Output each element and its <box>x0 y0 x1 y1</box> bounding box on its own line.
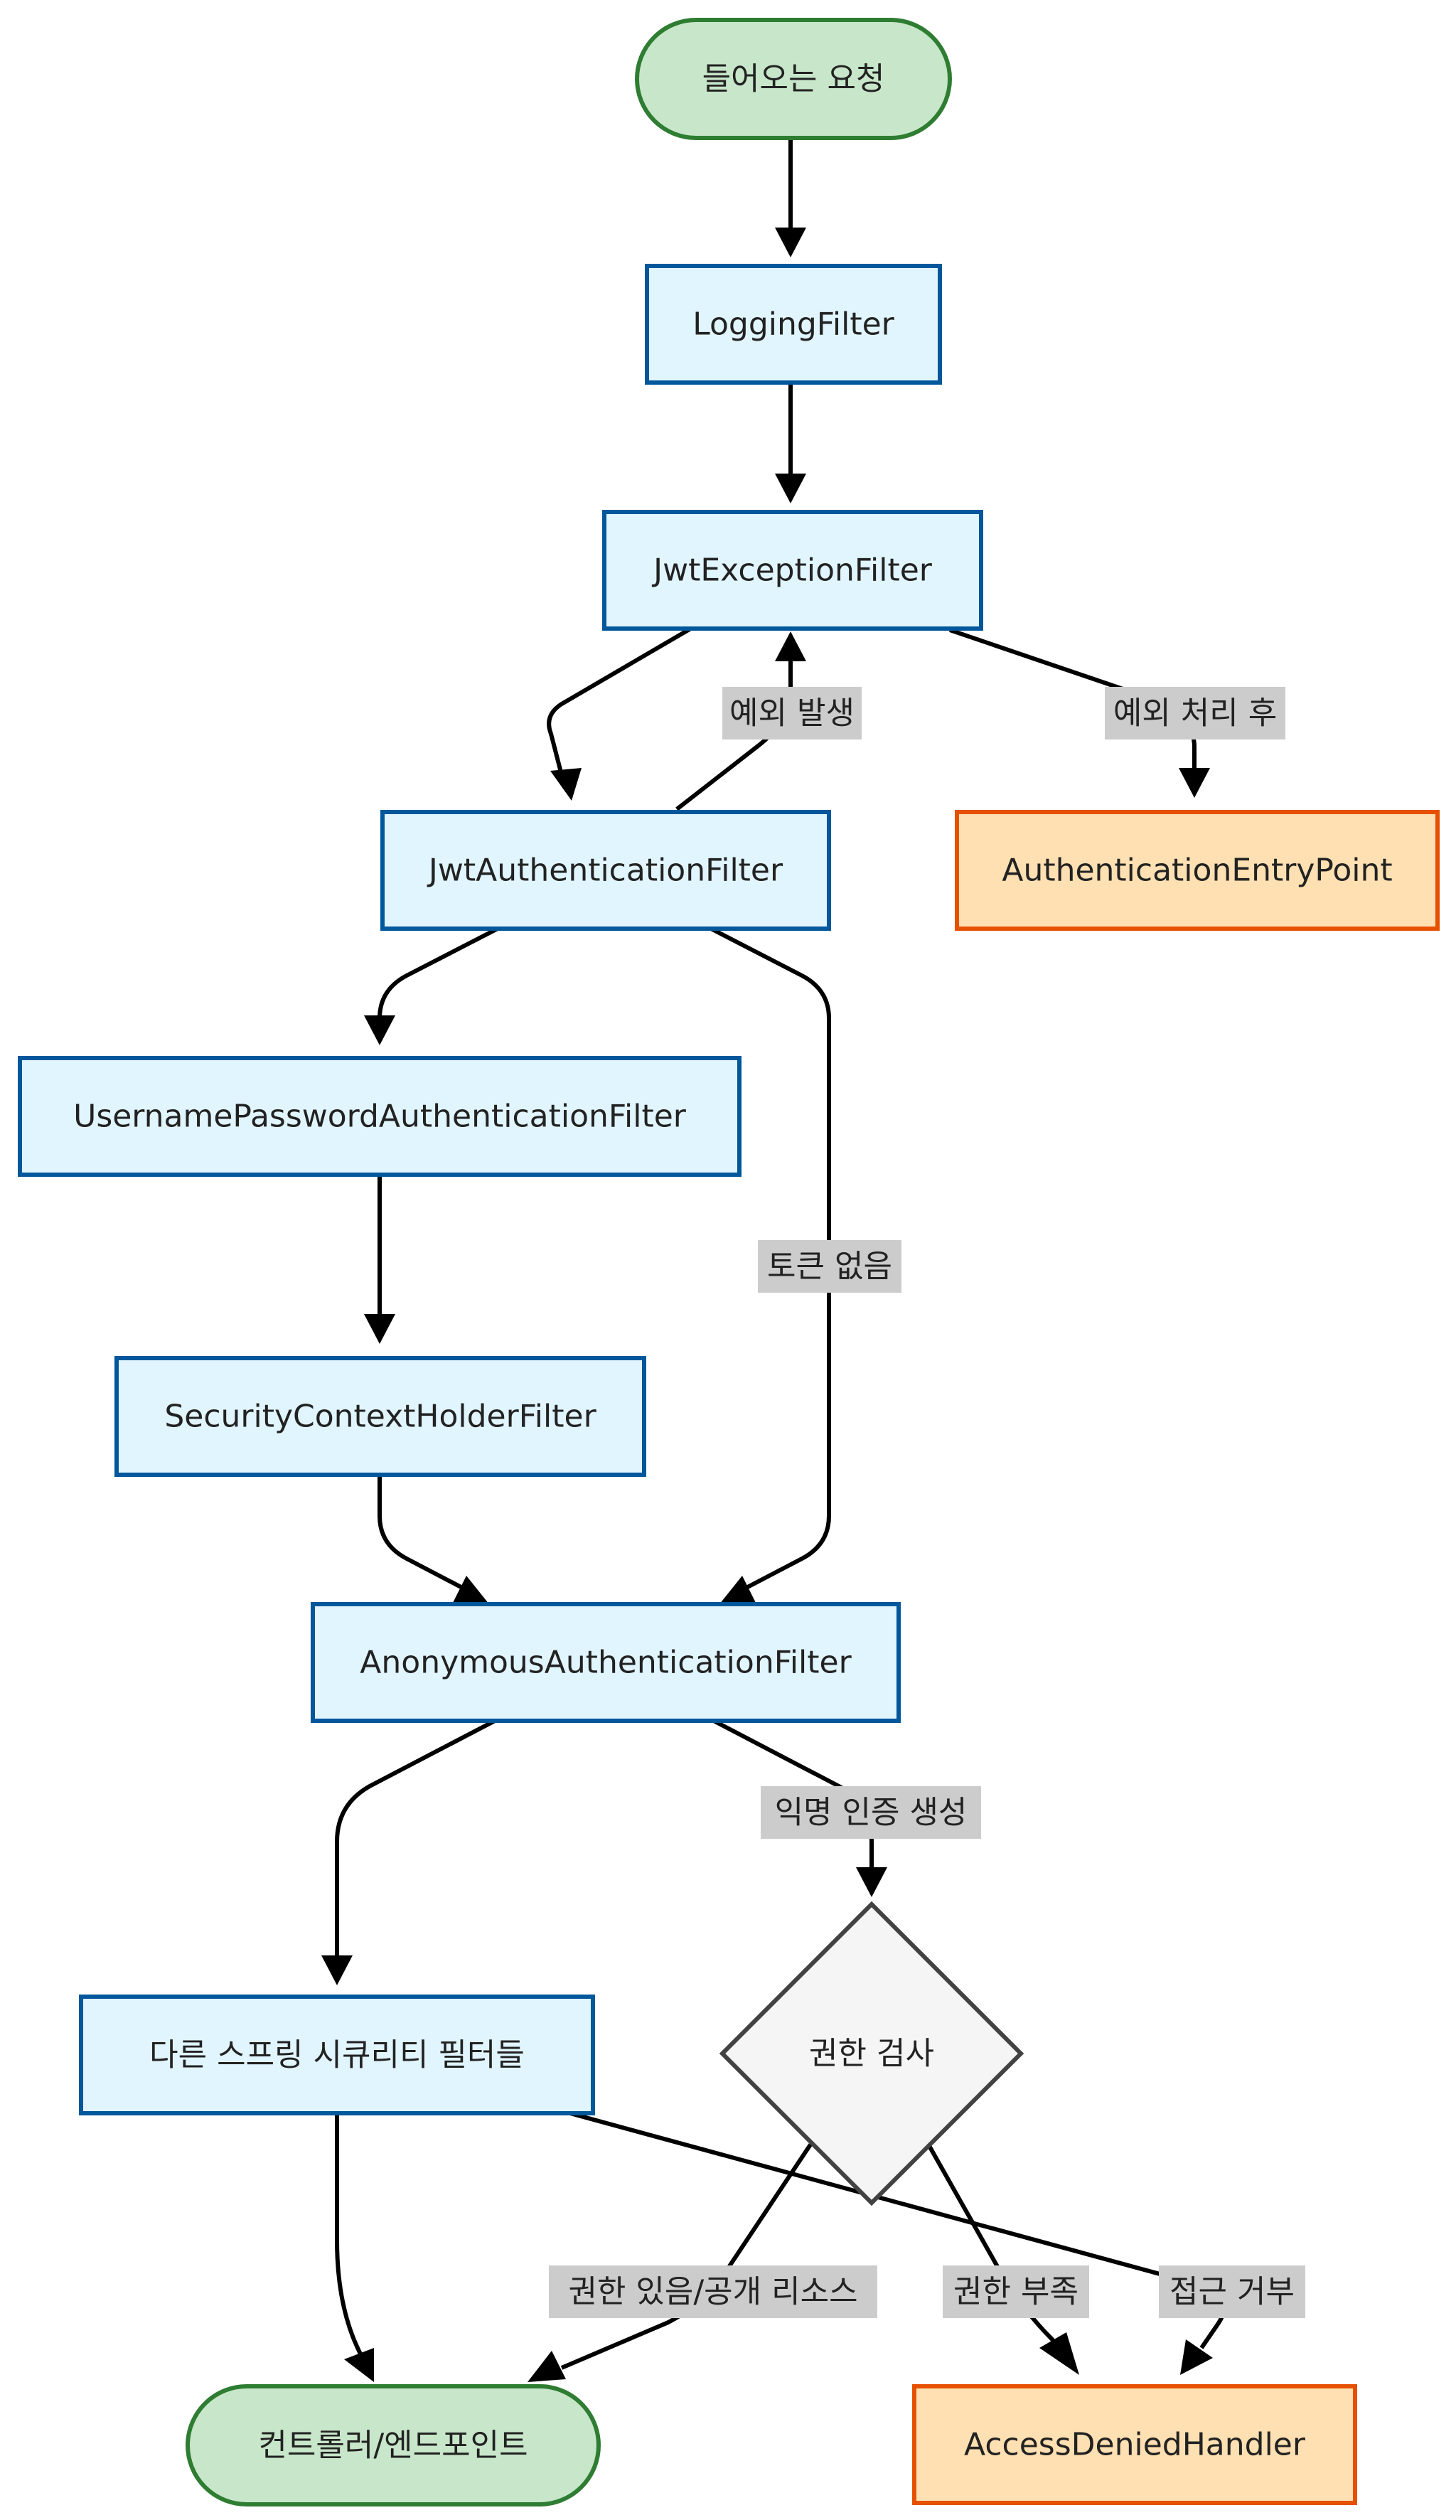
node-incoming-request-label: 들어오는 요청 <box>702 61 885 97</box>
edge-label-insufficient-permission: 권한 부족 <box>953 2274 1078 2310</box>
node-username-password-filter <box>18 1056 742 1177</box>
arrowhead-jwtexception-to-entrypoint <box>1179 768 1210 798</box>
node-username-password-filter-label: UsernamePasswordAuthenticationFilter <box>73 1099 687 1135</box>
node-logging-filter <box>645 264 942 385</box>
node-other-security-filters-label: 다른 스프링 시큐리티 필터들 <box>149 2037 525 2073</box>
node-security-context-holder-filter <box>114 1356 646 1477</box>
nodes: 들어오는 요청 LoggingFilter JwtExceptionFilter… <box>18 18 1440 2506</box>
arrowhead-jwtexception-to-jwtauth <box>550 768 582 801</box>
arrowhead-request-to-logging <box>775 228 806 257</box>
arrowhead-securitycontext-to-anonymous <box>452 1576 489 1604</box>
node-jwt-exception-filter-label: JwtExceptionFilter <box>651 552 933 589</box>
node-permission-check <box>719 1901 1024 2206</box>
node-security-context-holder-filter-label: SecurityContextHolderFilter <box>164 1399 596 1435</box>
node-other-security-filters <box>79 1995 595 2115</box>
edge-securitycontext-to-anonymous <box>378 1473 471 1593</box>
label-bg-after-exception-handling <box>1105 687 1285 740</box>
edge-jwtauth-to-usernamepassword <box>378 927 499 1020</box>
arrowhead-anonymous-to-permissioncheck <box>856 1867 887 1897</box>
arrowhead-permissioncheck-to-controller <box>528 2351 566 2382</box>
arrowhead-anonymous-to-otherfilters <box>321 1955 353 1985</box>
node-controller-endpoint-label: 컨트롤러/엔드포인트 <box>258 2428 528 2464</box>
node-access-denied-handler-label: AccessDeniedHandler <box>964 2427 1306 2463</box>
label-bg-no-token <box>758 1240 901 1293</box>
label-bg-anonymous-auth-created <box>761 1786 981 1839</box>
edge-label-no-token: 토큰 없음 <box>767 1249 892 1285</box>
node-anonymous-authentication-filter <box>311 1602 901 1723</box>
node-logging-filter-label: LoggingFilter <box>692 306 894 343</box>
arrowhead-jwtauth-to-jwtexception <box>775 631 806 661</box>
node-authentication-entry-point <box>955 810 1440 931</box>
edge-label-exception-thrown: 예외 발생 <box>729 695 855 732</box>
arrowhead-logging-to-jwtexception <box>775 474 806 503</box>
node-jwt-authentication-filter-label: JwtAuthenticationFilter <box>427 853 783 889</box>
node-authentication-entry-point-label: AuthenticationEntryPoint <box>1002 853 1392 889</box>
node-incoming-request <box>635 18 952 140</box>
edge-label-anonymous-auth-created: 익명 인증 생성 <box>775 1795 968 1831</box>
arrowhead-usernamepassword-to-securitycontext <box>364 1314 395 1344</box>
edge-otherfilters-to-controller <box>335 2113 365 2359</box>
arrowhead-jwtauth-to-usernamepassword <box>364 1015 395 1045</box>
arrowhead-jwtauth-to-anonymous <box>719 1576 756 1604</box>
node-access-denied-handler <box>912 2384 1357 2505</box>
node-jwt-exception-filter <box>602 510 983 631</box>
arrowhead-otherfilters-to-controller <box>344 2348 374 2382</box>
arrowhead-otherfilters-to-accessdenied <box>1180 2339 1213 2375</box>
node-anonymous-authentication-filter-label: AnonymousAuthenticationFilter <box>360 1645 852 1681</box>
label-bg-access-denied <box>1159 2265 1305 2318</box>
edge-permissioncheck-to-controller <box>560 2143 813 2370</box>
label-bg-insufficient-permission <box>943 2265 1089 2318</box>
node-jwt-authentication-filter <box>380 810 831 931</box>
label-bg-has-permission-public <box>549 2265 877 2318</box>
node-permission-check-label: 권한 검사 <box>809 2036 934 2072</box>
label-bg-exception-thrown <box>722 687 862 740</box>
arrowhead-permissioncheck-to-accessdenied <box>1039 2332 1079 2375</box>
edge-anonymous-to-otherfilters <box>335 1717 499 1960</box>
edge-label-has-permission-public: 권한 있음/공개 리소스 <box>568 2274 857 2310</box>
edge-label-after-exception-handling: 예외 처리 후 <box>1113 695 1277 732</box>
edge-labels: 예외 발생 예외 처리 후 토큰 없음 익명 인증 생성 권한 있음/공개 리소… <box>549 687 1305 2318</box>
node-controller-endpoint <box>186 2384 601 2506</box>
edge-label-access-denied: 접근 거부 <box>1169 2274 1295 2310</box>
edge-jwtexception-to-jwtauth <box>547 625 695 776</box>
